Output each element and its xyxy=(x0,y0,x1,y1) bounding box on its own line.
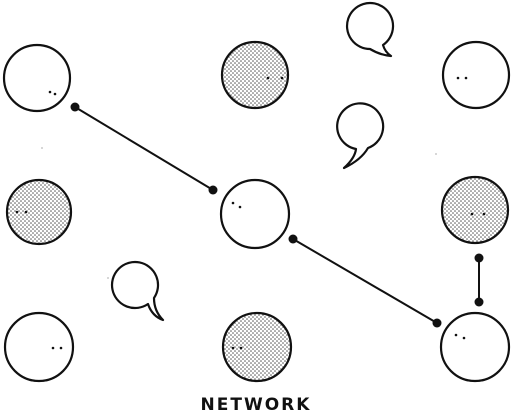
link-middle-right-to-bottom-right xyxy=(474,253,484,307)
speech-bubble-icon xyxy=(110,260,165,322)
node-middle-left xyxy=(5,178,73,246)
node-bottom-middle xyxy=(221,311,293,383)
node-top-right xyxy=(441,40,511,110)
diagram-caption: NETWORK xyxy=(200,395,312,415)
speck xyxy=(41,147,43,149)
link-center-to-bottom-right xyxy=(288,234,442,328)
node-center xyxy=(219,178,291,250)
node-bottom-left xyxy=(3,311,75,383)
node-top-middle xyxy=(220,40,290,110)
link-top-left-to-center xyxy=(70,102,218,195)
speech-bubble-icon xyxy=(336,102,385,170)
node-top-left xyxy=(2,43,72,113)
speck xyxy=(435,153,437,155)
speck xyxy=(107,277,109,279)
node-middle-right xyxy=(440,175,510,245)
node-bottom-right xyxy=(439,311,511,383)
speech-bubble-icon xyxy=(345,1,395,58)
